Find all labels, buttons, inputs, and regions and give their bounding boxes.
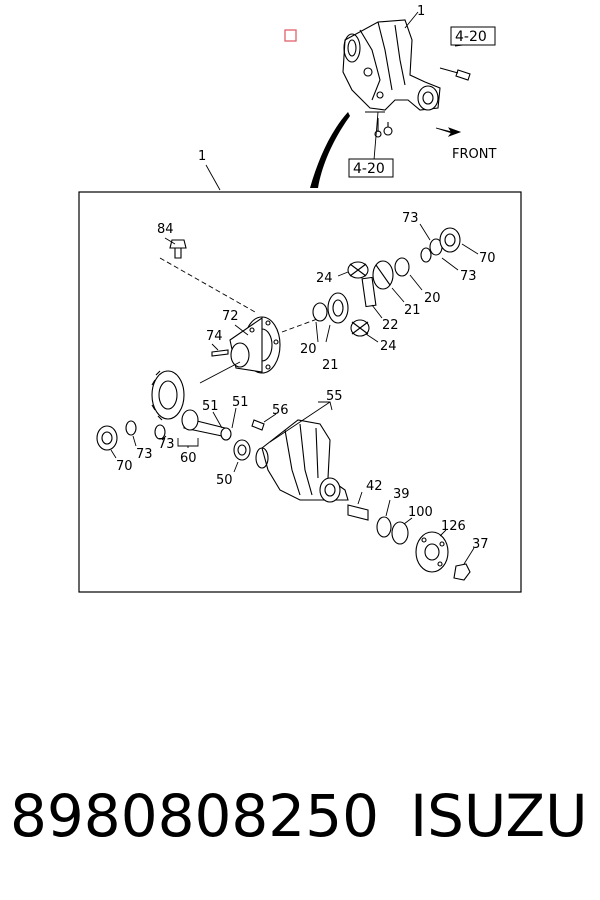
callout-20-b: 20 [300, 342, 317, 357]
front-label: FRONT [452, 147, 496, 162]
callout-56: 56 [272, 403, 289, 418]
ref-label-b: 4-20 [353, 161, 385, 177]
ref-box-b [348, 158, 394, 178]
callout-73-d: 73 [136, 447, 153, 462]
front-arrow-icon [435, 127, 462, 137]
callout-1-main: 1 [198, 149, 206, 164]
callout-70-a: 70 [479, 251, 496, 266]
pointer-curve [310, 112, 350, 188]
callout-60: 60 [180, 451, 197, 466]
callout-73-c: 73 [158, 437, 175, 452]
callout-22: 22 [382, 318, 399, 333]
callout-42: 42 [366, 479, 383, 494]
callout-37: 37 [472, 537, 489, 552]
callout-20-a: 20 [424, 291, 441, 306]
ref-box-a [450, 26, 496, 46]
exploded-parts [96, 223, 479, 581]
marker-square [284, 29, 297, 42]
callout-72: 72 [222, 309, 239, 324]
callout-51-a: 51 [202, 399, 219, 414]
callout-84: 84 [157, 222, 174, 237]
callout-24-b: 24 [380, 339, 397, 354]
callout-55: 55 [326, 389, 343, 404]
callout-74: 74 [206, 329, 223, 344]
callout-50: 50 [216, 473, 233, 488]
callout-24-a: 24 [316, 271, 333, 286]
callout-70-b: 70 [116, 459, 133, 474]
callout-51-b: 51 [232, 395, 249, 410]
callout-1-top: 1 [417, 4, 425, 19]
callout-21-a: 21 [404, 303, 421, 318]
ref-label-a: 4-20 [455, 29, 487, 45]
callout-100: 100 [408, 505, 433, 520]
callout-39: 39 [393, 487, 410, 502]
overview-assembly [342, 11, 471, 161]
callout-126: 126 [441, 519, 466, 534]
exploded-parts-diagram: 1 4-20 4-20 FRONT 1 [78, 4, 522, 593]
callout-21-b: 21 [322, 358, 339, 373]
exploded-view-frame [78, 191, 522, 593]
callout-73-b: 73 [460, 269, 477, 284]
brand-name: ISUZU [410, 782, 588, 850]
callout-73-a: 73 [402, 211, 419, 226]
part-number: 8980808250 [10, 782, 380, 850]
